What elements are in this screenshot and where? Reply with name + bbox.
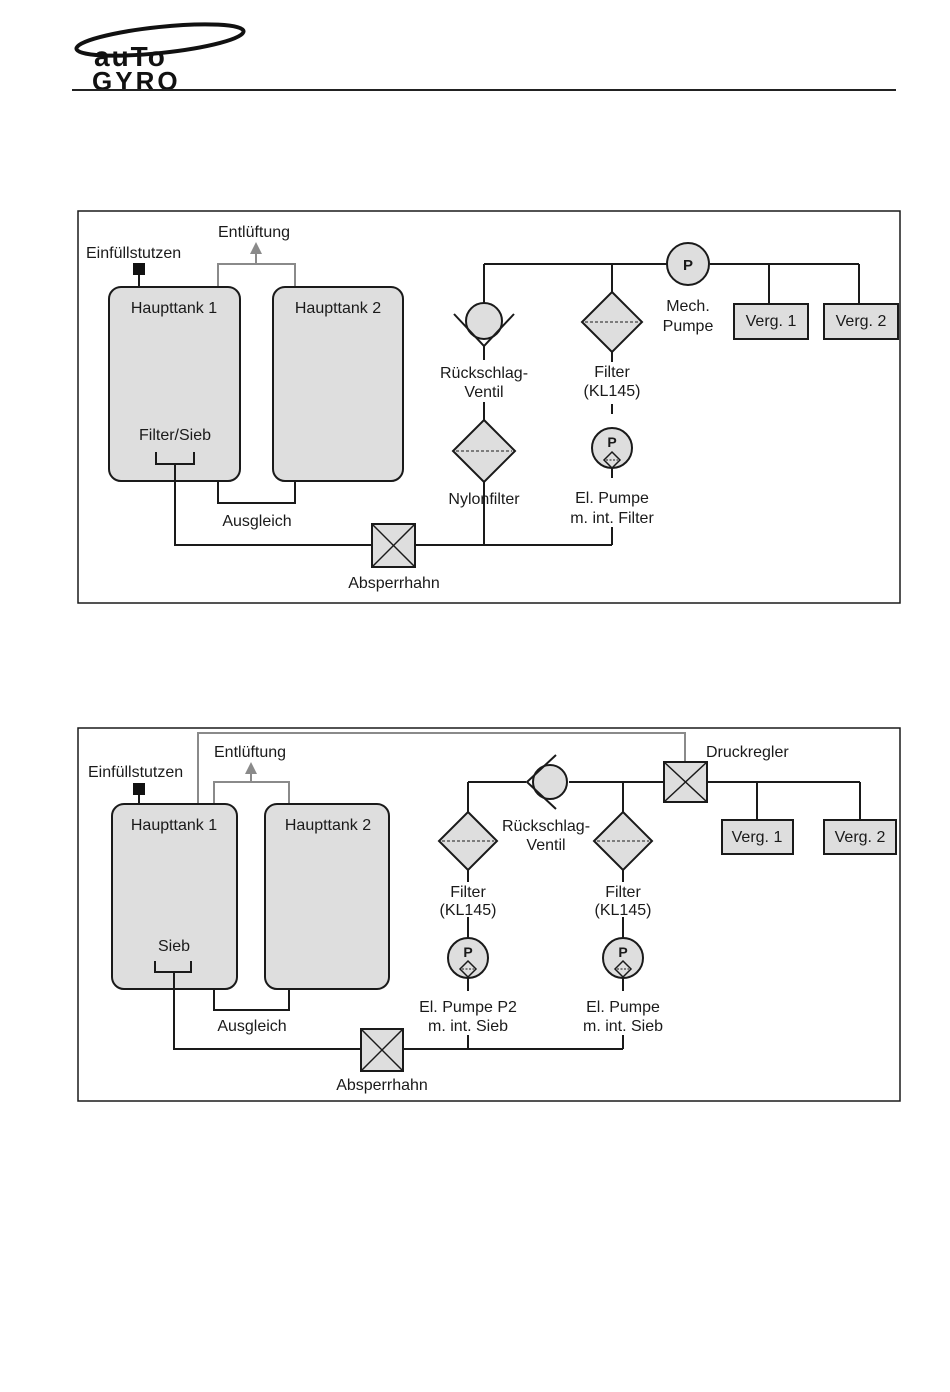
- fill-neck-icon: [133, 263, 145, 275]
- fill-neck-icon: [133, 783, 145, 795]
- diagram-2-frame: [77, 727, 901, 1102]
- check-valve-icon: [453, 302, 515, 348]
- epump-right-label-2: m. int. Sieb: [583, 1018, 663, 1035]
- electric-pump-left-icon: P: [447, 937, 489, 979]
- pressure-regulator-label: Druckregler: [706, 744, 789, 761]
- carburetor-2-label: Verg. 2: [836, 313, 887, 330]
- epump-left-label-2: m. int. Sieb: [428, 1018, 508, 1035]
- vent-label: Entlüftung: [214, 744, 286, 761]
- carburetor-1: [733, 303, 809, 340]
- filter-label-2: (KL145): [584, 383, 641, 400]
- check-valve-label-1: Rückschlag-: [502, 818, 590, 835]
- mech-pump-icon: P: [666, 242, 710, 286]
- balance-label: Ausgleich: [217, 1018, 286, 1035]
- epump-label-2: m. int. Filter: [570, 510, 654, 527]
- vent-label: Entlüftung: [218, 224, 290, 241]
- mech-pump-letter: P: [683, 257, 693, 274]
- check-valve-icon: [525, 754, 568, 810]
- filter-right-label-2: (KL145): [595, 902, 652, 919]
- shutoff-label: Absperrhahn: [336, 1077, 428, 1094]
- tank-1-label: Haupttank 1: [131, 300, 217, 317]
- epump-left-letter: P: [463, 944, 472, 960]
- filter-left-icon: [437, 810, 499, 872]
- check-valve-label-1: Rückschlag-: [440, 365, 528, 382]
- vent-arrow-icon: [250, 242, 262, 254]
- mech-pump-label-2: Pumpe: [663, 318, 714, 335]
- electric-pump-right-icon: P: [602, 937, 644, 979]
- shutoff-valve-icon: [360, 1028, 404, 1072]
- nylon-filter-icon: [451, 418, 517, 484]
- tank-2-label: Haupttank 2: [285, 817, 371, 834]
- epump-label-1: El. Pumpe: [575, 490, 649, 507]
- header-rule: [72, 89, 896, 91]
- carburetor-2: [823, 303, 899, 340]
- tank-2-label: Haupttank 2: [295, 300, 381, 317]
- diagram-1-frame: [77, 210, 901, 604]
- tank-1-label: Haupttank 1: [131, 817, 217, 834]
- electric-pump-icon: P: [591, 427, 633, 470]
- filter-label-1: Filter: [594, 364, 630, 381]
- filter-kl145-icon: [580, 290, 644, 354]
- shutoff-label: Absperrhahn: [348, 575, 440, 592]
- carburetor-1-label: Verg. 1: [732, 829, 783, 846]
- carburetor-1-label: Verg. 1: [746, 313, 797, 330]
- carburetor-1: [721, 819, 794, 855]
- vent-arrow-icon: [245, 762, 257, 774]
- carburetor-2: [823, 819, 897, 855]
- pressure-regulator-icon: [663, 761, 708, 803]
- fill-neck-label: Einfüllstutzen: [86, 245, 181, 262]
- filter-left-label-2: (KL145): [440, 902, 497, 919]
- epump-left-label-1: El. Pumpe P2: [419, 999, 517, 1016]
- filter-right-icon: [592, 810, 654, 872]
- shutoff-valve-icon: [371, 523, 416, 568]
- epump-letter: P: [607, 434, 616, 450]
- carburetor-2-label: Verg. 2: [835, 829, 886, 846]
- balance-label: Ausgleich: [222, 513, 291, 530]
- main-tank-2: [264, 803, 390, 990]
- check-valve-label-2: Ventil: [526, 837, 565, 854]
- epump-right-label-1: El. Pumpe: [586, 999, 660, 1016]
- filter-left-label-1: Filter: [450, 884, 486, 901]
- nylon-filter-label: Nylonfilter: [448, 491, 520, 508]
- check-valve-label-2: Ventil: [464, 384, 503, 401]
- fill-neck-label: Einfüllstutzen: [88, 764, 183, 781]
- logo-text-top: auTo: [94, 41, 167, 72]
- fuel-lines: [173, 781, 861, 1050]
- autogyro-logo: auTo GYRO: [74, 22, 246, 92]
- tank-sieve-label: Sieb: [158, 938, 190, 955]
- epump-right-letter: P: [618, 944, 627, 960]
- mech-pump-label-1: Mech.: [666, 298, 710, 315]
- main-tank-2: [272, 286, 404, 482]
- fuel-lines: [174, 263, 860, 546]
- logo-text-bottom: GYRO: [92, 66, 181, 92]
- filter-right-label-1: Filter: [605, 884, 641, 901]
- tank-filter-label: Filter/Sieb: [139, 427, 211, 444]
